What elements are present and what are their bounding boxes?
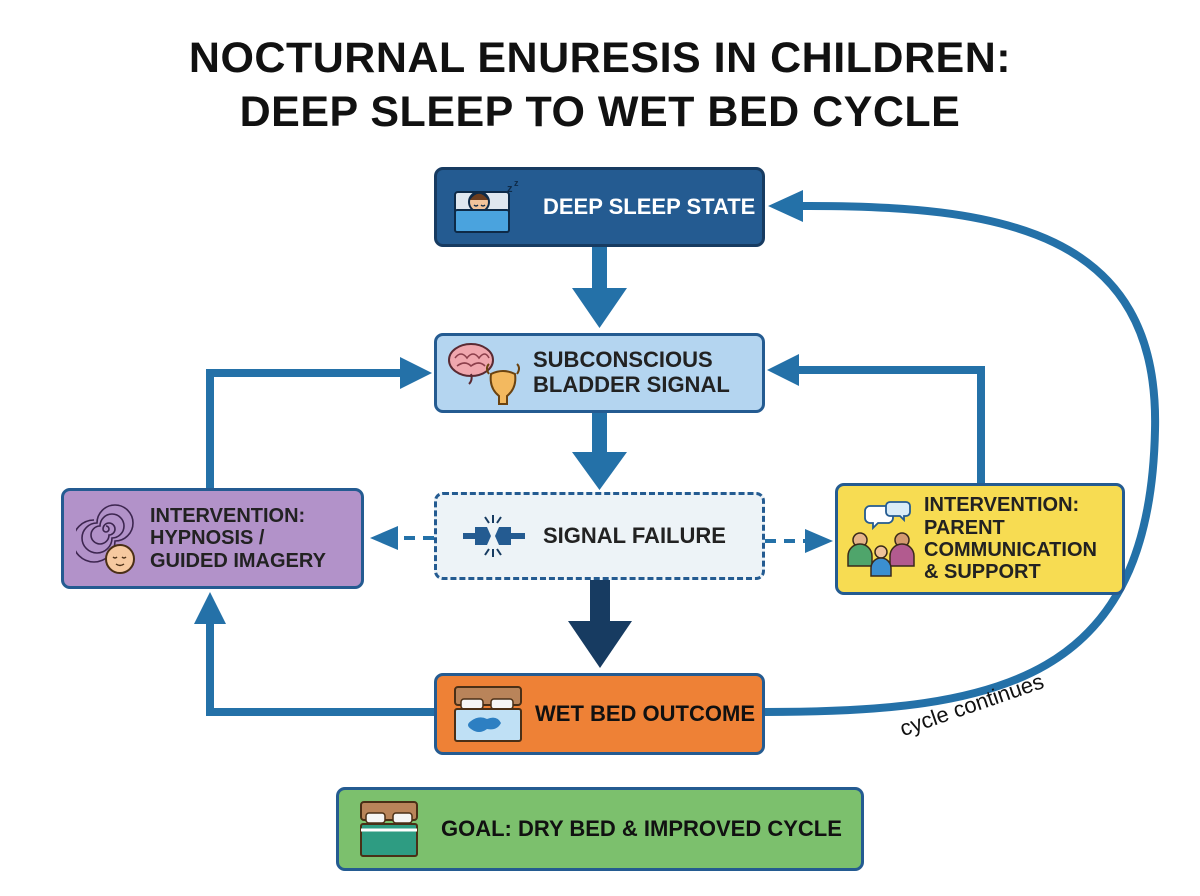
- brain-bladder-icon: [448, 343, 520, 405]
- arrow-hypnosis-to-signal: [206, 357, 432, 488]
- hypnosis-label-line-2: HYPNOSIS /: [150, 527, 265, 550]
- hypnosis-label: INTERVENTION: HYPNOSIS / GUIDED IMAGERY: [150, 505, 326, 572]
- svg-text:z: z: [507, 183, 513, 195]
- signal-failure-node: SIGNAL FAILURE: [434, 492, 765, 580]
- spiral-face-icon: [76, 503, 135, 574]
- arrow-parent-to-signal: [767, 354, 985, 483]
- broken-plug-icon: [463, 515, 525, 557]
- hypnosis-intervention-node: INTERVENTION: HYPNOSIS / GUIDED IMAGERY: [61, 488, 364, 589]
- signal-failure-label: SIGNAL FAILURE: [543, 522, 726, 548]
- sleeping-child-icon: z z: [454, 178, 519, 233]
- parent-label-line-1: INTERVENTION:: [924, 494, 1080, 517]
- deep-sleep-label: DEEP SLEEP STATE: [543, 193, 756, 219]
- bladder-signal-label-line-1: SUBCONSCIOUS: [533, 347, 713, 373]
- wet-bed-label: WET BED OUTCOME: [535, 700, 755, 726]
- arrow-wet-bed-to-hypnosis: [194, 592, 434, 716]
- diagram-title-line-1: NOCTURNAL ENURESIS IN CHILDREN:: [188, 34, 1012, 82]
- arrow-cycle-loop: [764, 190, 1160, 716]
- family-talk-icon: [847, 501, 915, 577]
- hypnosis-label-line-3: GUIDED IMAGERY: [150, 549, 326, 572]
- parent-label-line-3: COMMUNICATION: [924, 539, 1097, 561]
- arrow-signal-to-failure: [572, 413, 627, 490]
- parent-label-line-4: & SUPPORT: [924, 561, 1041, 584]
- dashed-arrow-failure-to-hypnosis: [370, 526, 434, 550]
- wet-bed-node: WET BED OUTCOME: [434, 673, 765, 755]
- bladder-signal-label: SUBCONSCIOUS BLADDER SIGNAL: [533, 348, 730, 397]
- bladder-signal-label-line-2: BLADDER SIGNAL: [533, 372, 730, 397]
- svg-text:z: z: [514, 178, 519, 188]
- parent-label: INTERVENTION: PARENT COMMUNICATION & SUP…: [924, 494, 1097, 584]
- deep-sleep-node: z z DEEP SLEEP STATE: [434, 167, 765, 247]
- parent-intervention-node: INTERVENTION: PARENT COMMUNICATION & SUP…: [835, 483, 1125, 595]
- arrow-deep-sleep-to-signal: [572, 247, 627, 328]
- wet-bed-icon: [454, 686, 522, 742]
- dashed-arrow-failure-to-parent: [765, 529, 833, 553]
- arrow-failure-to-wet-bed: [568, 580, 632, 668]
- bladder-signal-node: SUBCONSCIOUS BLADDER SIGNAL: [434, 333, 765, 413]
- parent-label-line-2: PARENT: [924, 516, 1005, 539]
- goal-label: GOAL: DRY BED & IMPROVED CYCLE: [441, 815, 842, 841]
- hypnosis-label-line-1: INTERVENTION:: [150, 504, 306, 527]
- diagram-title-line-2: DEEP SLEEP TO WET BED CYCLE: [239, 88, 961, 136]
- goal-node: GOAL: DRY BED & IMPROVED CYCLE: [336, 787, 864, 871]
- dry-bed-icon: [360, 801, 418, 857]
